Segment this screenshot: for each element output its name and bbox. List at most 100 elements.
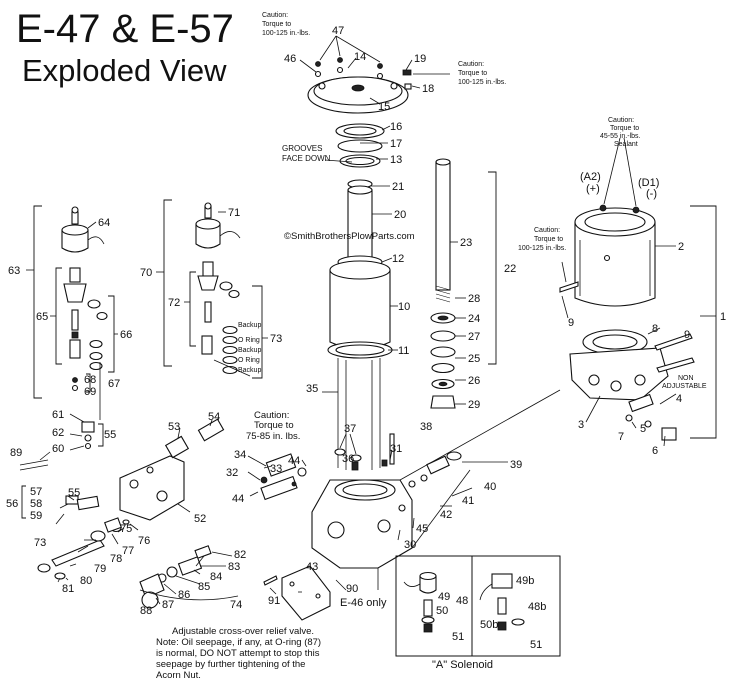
part-number: 5 — [640, 423, 646, 435]
terminal-a2-sign: (+) — [586, 183, 600, 195]
e46-cover-plate — [263, 565, 331, 621]
part-number: 17 — [390, 138, 402, 150]
part-number: 51 — [452, 631, 464, 643]
part-number: 90 — [346, 583, 358, 595]
part-number: 28 — [468, 293, 480, 305]
part-number: 37 — [344, 423, 356, 435]
part-number: 64 — [98, 217, 110, 229]
part-number: 49b — [516, 575, 534, 587]
center-valves — [260, 433, 395, 501]
part-number: 13 — [390, 154, 402, 166]
caution-notes: Caution: Torque to 100-125 in.-lbs. Caut… — [156, 12, 707, 681]
leader-lines — [26, 35, 716, 605]
solenoid-63-group — [61, 206, 108, 392]
part-number: 50 — [436, 605, 448, 617]
part-number: 19 — [414, 53, 426, 65]
part-number: 18 — [422, 83, 434, 95]
part-number: 46 — [284, 53, 296, 65]
part-number: 63 — [8, 265, 20, 277]
part-number: 83 — [228, 561, 240, 573]
part-number: 3 — [578, 419, 584, 431]
part-number: 22 — [504, 263, 516, 275]
seal-label-oring-2: O Ring — [238, 357, 260, 364]
part-number: 50b — [480, 619, 498, 631]
part-number: 27 — [468, 331, 480, 343]
part-number: 81 — [62, 583, 74, 595]
motor-assembly — [559, 204, 656, 307]
caution-center-line1: Caution: — [254, 410, 289, 421]
seal-label-backup-1: Backup — [238, 322, 261, 329]
part-number: 65 — [36, 311, 48, 323]
part-number: 47 — [332, 25, 344, 37]
part-number: 55 — [68, 487, 80, 499]
part-number: 8 — [652, 323, 658, 335]
part-number: 26 — [468, 375, 480, 387]
caution-motor-line2: Torque to — [610, 125, 639, 132]
part-number: 12 — [392, 253, 404, 265]
part-number: 49 — [438, 591, 450, 603]
part-number: 73 — [270, 333, 282, 345]
terminal-d1-label: (D1) — [638, 177, 659, 189]
diagram-title: E-47 & E-57 — [16, 7, 234, 51]
part-number: 86 — [178, 589, 190, 601]
part-number: 71 — [228, 207, 240, 219]
part-number: 9 — [684, 329, 690, 341]
grooves-label-line1: GROOVES — [282, 144, 322, 153]
part-number: 30 — [404, 539, 416, 551]
part-number: 75 — [120, 523, 132, 535]
caution-motor-line3: 45-55 in.-lbs. — [600, 133, 641, 140]
footnote-line4: seepage by further tightening of the — [156, 659, 305, 670]
part-number: 74 — [230, 599, 242, 611]
part-number: 54 — [208, 411, 220, 423]
watermark: ©SmithBrothersPlowParts.com — [284, 231, 415, 242]
part-number: 55 — [104, 429, 116, 441]
part-number: 42 — [440, 509, 452, 521]
valve-body-assembly — [311, 389, 561, 590]
caution-motor-line4: Sealant — [614, 141, 638, 148]
part-number: 88 — [140, 605, 152, 617]
part-number: 21 — [392, 181, 404, 193]
caution-bolt-line2: Torque to — [534, 236, 563, 243]
pump-assembly — [569, 329, 695, 441]
footnote-line2: Note: Oil seepage, if any, at O-ring (87… — [156, 637, 321, 648]
a-solenoid-inset — [395, 555, 561, 657]
part-number: 15 — [378, 101, 390, 113]
part-number: 10 — [398, 301, 410, 313]
part-number: 7 — [618, 431, 624, 443]
part-number: 53 — [168, 421, 180, 433]
seal-label-oring-1: O Ring — [238, 337, 260, 344]
caution-top-left-line2: Torque to — [262, 21, 291, 28]
part-number: 29 — [468, 399, 480, 411]
part-number: 31 — [390, 443, 402, 455]
part-number: 20 — [394, 209, 406, 221]
part-number: 89 — [10, 447, 22, 459]
part-number: 40 — [484, 481, 496, 493]
caution-bolt-line3: 100-125 in.-lbs. — [518, 245, 566, 252]
part-number: 24 — [468, 313, 480, 325]
part-number: 66 — [120, 329, 132, 341]
part-number: 34 — [234, 449, 246, 461]
part-number: 25 — [468, 353, 480, 365]
part-number: 70 — [140, 267, 152, 279]
caution-top-left-line3: 100-125 in.-lbs. — [262, 30, 310, 37]
part-number: 41 — [462, 495, 474, 507]
part-number: 79 — [94, 563, 106, 575]
part-number: 69 — [84, 386, 96, 398]
footnote-line1: Adjustable cross-over relief valve. — [172, 626, 314, 637]
solenoid-70-group — [195, 202, 241, 375]
part-number: 44 — [288, 455, 300, 467]
part-number: 32 — [226, 467, 238, 479]
part-number: 39 — [510, 459, 522, 471]
part-number: 36 — [342, 453, 354, 465]
part-number: 44 — [232, 493, 244, 505]
part-number: 23 — [460, 237, 472, 249]
e46-only-label: E-46 only — [340, 597, 387, 609]
part-number: 48b — [528, 601, 546, 613]
part-number: 43 — [306, 561, 318, 573]
non-adjustable-line2: ADJUSTABLE — [662, 383, 707, 390]
part-number: 33 — [270, 463, 282, 475]
part-number: 68 — [84, 374, 96, 386]
part-number: 85 — [198, 581, 210, 593]
